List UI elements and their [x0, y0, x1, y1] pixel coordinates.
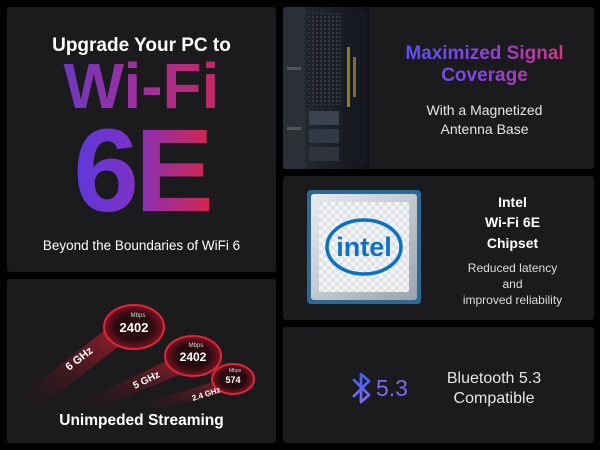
wifi-brand-text: Wi-Fi: [7, 54, 276, 118]
chipset-title-line3: Chipset: [486, 234, 539, 251]
streaming-label: Unimpeded Streaming: [59, 412, 224, 429]
signal-coverage-panel: Maximized Signal Coverage With a Magneti…: [283, 7, 594, 169]
bluetooth-text-line1: Bluetooth 5.3: [446, 370, 542, 387]
band-5ghz-speed: 2402: [180, 350, 207, 364]
streaming-panel: Mbps 2402 Mbps 2402 Mbps 574 6 GHz 5 GHz…: [7, 279, 276, 443]
band-ring-24ghz: [211, 363, 255, 395]
bluetooth-text-line2: Compatible: [453, 390, 535, 407]
intel-logo-text: intel: [336, 232, 392, 262]
wifi-tagline: Beyond the Boundaries of WiFi 6: [42, 238, 241, 253]
upgrade-headline: Upgrade Your PC to: [52, 35, 231, 56]
band-6ghz-speed: 2402: [120, 320, 149, 335]
bluetooth-text: Bluetooth 5.3 Compatible: [419, 369, 569, 409]
intel-chipset-panel: intel Intel Wi-Fi 6E Chipset Reduced lat…: [283, 176, 594, 320]
signal-subtitle-line2: Antenna Base: [440, 120, 529, 137]
wifi6e-panel: Upgrade Your PC to Wi-Fi 6E Beyond the B…: [7, 7, 276, 272]
chipset-subtitle: Reduced latency and improved reliability: [431, 260, 594, 309]
chipset-title: Intel Wi-Fi 6E Chipset: [431, 192, 594, 253]
band-24ghz-unit: Mbps: [229, 368, 242, 374]
pc-antenna-image: [283, 7, 369, 169]
band-6ghz-unit: Mbps: [131, 313, 146, 319]
frequency-bands-image: Mbps 2402 Mbps 2402 Mbps 574 6 GHz 5 GHz…: [17, 304, 255, 409]
band-24ghz-speed: 574: [225, 375, 240, 385]
band-ring-5ghz: [164, 335, 222, 377]
intel-chip-image: intel: [307, 190, 421, 304]
signal-title-line2: Coverage: [441, 64, 528, 86]
chipset-sub-line3: improved reliability: [462, 293, 563, 308]
6e-brand-text: 6E: [7, 112, 276, 230]
signal-subtitle: With a Magnetized Antenna Base: [375, 101, 594, 139]
bluetooth-icon: [352, 372, 371, 404]
chipset-sub-line2: and: [502, 277, 523, 292]
bluetooth-version: 5.3: [376, 375, 408, 401]
band-5ghz-unit: Mbps: [189, 343, 204, 349]
band-ring-6ghz: [103, 304, 165, 350]
chipset-sub-line1: Reduced latency: [467, 261, 558, 275]
signal-title-line1: Maximized Signal: [405, 43, 564, 64]
signal-title: Maximized Signal Coverage: [375, 43, 594, 87]
chipset-title-line2: Wi-Fi 6E: [484, 214, 541, 231]
chipset-title-line1: Intel: [498, 194, 527, 210]
bluetooth-panel: 5.3 Bluetooth 5.3 Compatible: [283, 327, 594, 443]
signal-subtitle-line1: With a Magnetized: [426, 102, 543, 118]
